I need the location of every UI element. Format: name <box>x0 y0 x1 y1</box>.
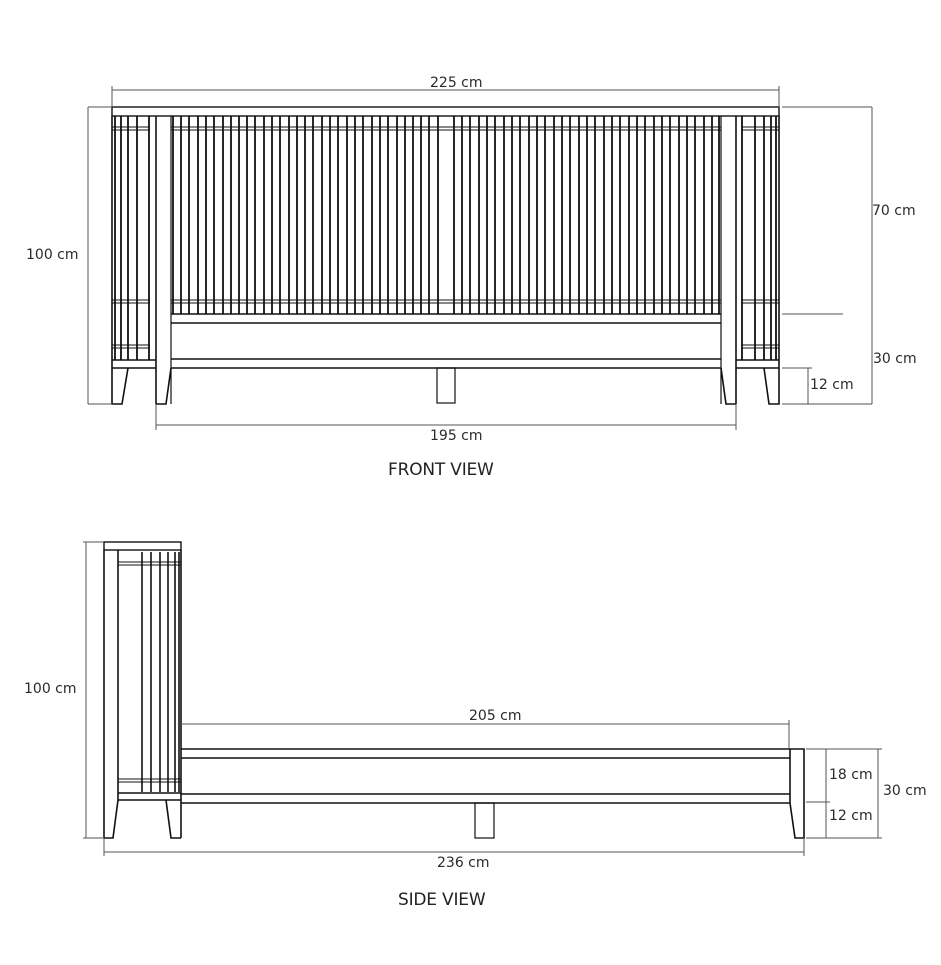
front-view-title: FRONT VIEW <box>388 460 494 480</box>
front-base-height-label: 30 cm <box>873 351 917 367</box>
left-panel-slats <box>114 116 150 360</box>
side-view-dimensions <box>83 541 882 856</box>
front-view-dimensions <box>87 86 873 430</box>
side-base-height-label: 30 cm <box>883 783 927 799</box>
headboard-side-slats <box>141 552 180 792</box>
side-view-title: SIDE VIEW <box>398 890 486 910</box>
front-overall-width-label: 225 cm <box>430 75 483 91</box>
side-headboard-height-label: 100 cm <box>24 681 77 697</box>
side-overall-length-label: 236 cm <box>437 855 490 871</box>
side-rail-height-label: 18 cm <box>829 767 873 783</box>
center-slats <box>172 116 720 314</box>
right-panel-slats <box>741 116 777 360</box>
front-headboard-height-label: 70 cm <box>872 203 916 219</box>
front-view-drawing <box>111 106 780 405</box>
side-leg-height-label: 12 cm <box>829 808 873 824</box>
front-leg-height-label: 12 cm <box>810 377 854 393</box>
side-view-drawing <box>103 541 805 839</box>
front-overall-height-label: 100 cm <box>26 247 79 263</box>
front-inner-width-label: 195 cm <box>430 428 483 444</box>
side-frame-length-label: 205 cm <box>469 708 522 724</box>
